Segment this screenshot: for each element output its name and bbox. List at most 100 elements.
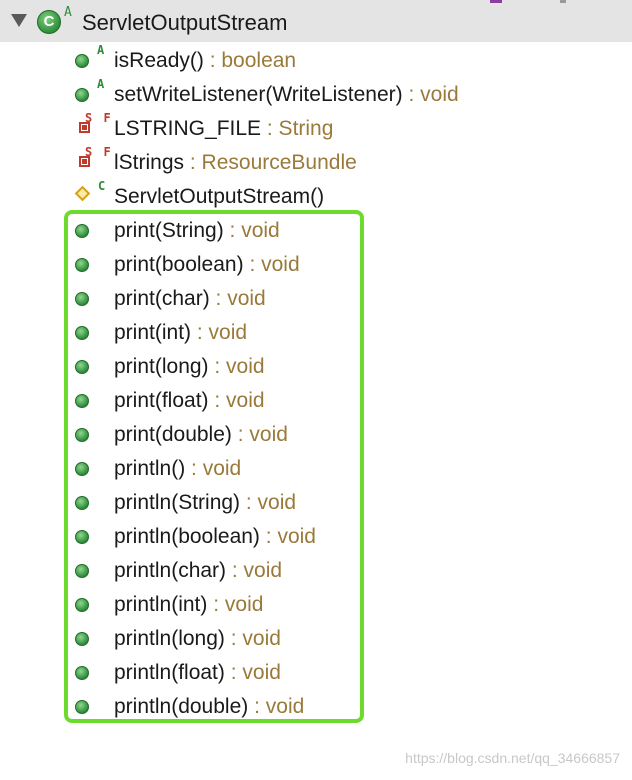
member-row[interactable]: print(float) : void [0, 382, 632, 416]
member-row[interactable]: print(char) : void [0, 280, 632, 314]
member-return-type: : void [265, 525, 316, 548]
public-method-icon [75, 88, 89, 102]
member-label: LSTRING_FILE : String [114, 117, 333, 141]
member-row[interactable]: println(float) : void [0, 654, 632, 688]
member-return-type: : void [196, 321, 248, 344]
member-label: println(int) : void [114, 593, 263, 617]
member-return-type: : void [229, 219, 280, 242]
class-name: ServletOutputStream [82, 10, 288, 35]
member-label: print(boolean) : void [114, 253, 300, 277]
modifier-badge: S F [85, 111, 113, 125]
member-signature: LSTRING_FILE [114, 117, 262, 140]
member-return-type: : void [254, 695, 305, 718]
member-row[interactable]: println(double) : void [0, 688, 632, 722]
member-signature: print(String) [114, 219, 224, 242]
public-method-icon [75, 530, 89, 544]
member-row[interactable]: println(int) : void [0, 586, 632, 620]
member-signature: print(boolean) [114, 253, 244, 276]
scroll-indicator [490, 0, 502, 3]
member-return-type: : void [231, 559, 283, 582]
member-return-type: : boolean [209, 49, 297, 72]
member-signature: ServletOutputStream() [114, 185, 325, 208]
member-return-type: : void [213, 593, 264, 616]
member-row[interactable]: print(String) : void [0, 212, 632, 246]
member-signature: print(double) [114, 423, 232, 446]
member-signature: println(float) [114, 661, 225, 684]
member-label: setWriteListener(WriteListener) : void [114, 83, 459, 107]
public-method-icon [75, 54, 89, 68]
member-label: print(float) : void [114, 389, 265, 413]
class-icon: C [37, 10, 61, 34]
public-method-icon [75, 394, 89, 408]
watermark: https://blog.csdn.net/qq_34666857 [405, 750, 620, 766]
scroll-indicator-secondary [560, 0, 566, 3]
protected-constructor-icon [74, 185, 91, 202]
private-field-icon [79, 156, 90, 167]
public-method-icon [75, 326, 89, 340]
member-signature: println(char) [114, 559, 227, 582]
member-return-type: : void [249, 253, 300, 276]
member-return-type: : String [266, 117, 334, 140]
member-signature: println(String) [114, 491, 241, 514]
public-method-icon [75, 632, 89, 646]
member-row[interactable]: println(char) : void [0, 552, 632, 586]
member-label: print(char) : void [114, 287, 266, 311]
public-method-icon [75, 700, 89, 714]
member-row[interactable]: println(boolean) : void [0, 518, 632, 552]
member-label: print(double) : void [114, 423, 288, 447]
member-row[interactable]: print(int) : void [0, 314, 632, 348]
public-method-icon [75, 462, 89, 476]
member-label: println() : void [114, 457, 241, 481]
member-signature: println(double) [114, 695, 249, 718]
member-return-type: : void [214, 355, 265, 378]
member-row[interactable]: println() : void [0, 450, 632, 484]
member-return-type: : ResourceBundle [189, 151, 357, 174]
member-signature: print(float) [114, 389, 209, 412]
member-label: println(boolean) : void [114, 525, 316, 549]
class-header-row[interactable]: C A ServletOutputStream [0, 0, 632, 42]
public-method-icon [75, 496, 89, 510]
member-signature: isReady() [114, 49, 204, 72]
member-row[interactable]: print(boolean) : void [0, 246, 632, 280]
public-method-icon [75, 598, 89, 612]
member-signature: print(int) [114, 321, 192, 344]
member-label: println(double) : void [114, 695, 304, 719]
member-label: println(float) : void [114, 661, 281, 685]
modifier-badge: S F [85, 145, 113, 159]
member-signature: setWriteListener(WriteListener) [114, 83, 403, 106]
member-return-type: : void [215, 287, 266, 310]
member-return-type: : void [237, 423, 288, 446]
member-row[interactable]: println(long) : void [0, 620, 632, 654]
member-label: print(int) : void [114, 321, 247, 345]
public-method-icon [75, 224, 89, 238]
member-label: isReady() : boolean [114, 49, 296, 73]
collapse-triangle-icon[interactable] [11, 14, 27, 27]
member-label: print(String) : void [114, 219, 280, 243]
print-methods-highlight-box [64, 210, 364, 723]
member-label: println(char) : void [114, 559, 282, 583]
member-signature: println(int) [114, 593, 208, 616]
member-return-type: : void [214, 389, 265, 412]
abstract-modifier-icon: A [64, 5, 72, 20]
member-signature: println() [114, 457, 186, 480]
member-row[interactable]: println(String) : void [0, 484, 632, 518]
member-return-type: : void [191, 457, 242, 480]
member-label: print(long) : void [114, 355, 265, 379]
member-row[interactable]: print(double) : void [0, 416, 632, 450]
public-method-icon [75, 258, 89, 272]
public-method-icon [75, 428, 89, 442]
public-method-icon [75, 666, 89, 680]
modifier-badge: A [97, 43, 105, 57]
member-label: ServletOutputStream() [114, 185, 324, 209]
member-signature: print(long) [114, 355, 209, 378]
member-row[interactable]: print(long) : void [0, 348, 632, 382]
public-method-icon [75, 360, 89, 374]
member-return-type: : void [230, 661, 281, 684]
public-method-icon [75, 292, 89, 306]
member-label: lStrings : ResourceBundle [114, 151, 357, 175]
